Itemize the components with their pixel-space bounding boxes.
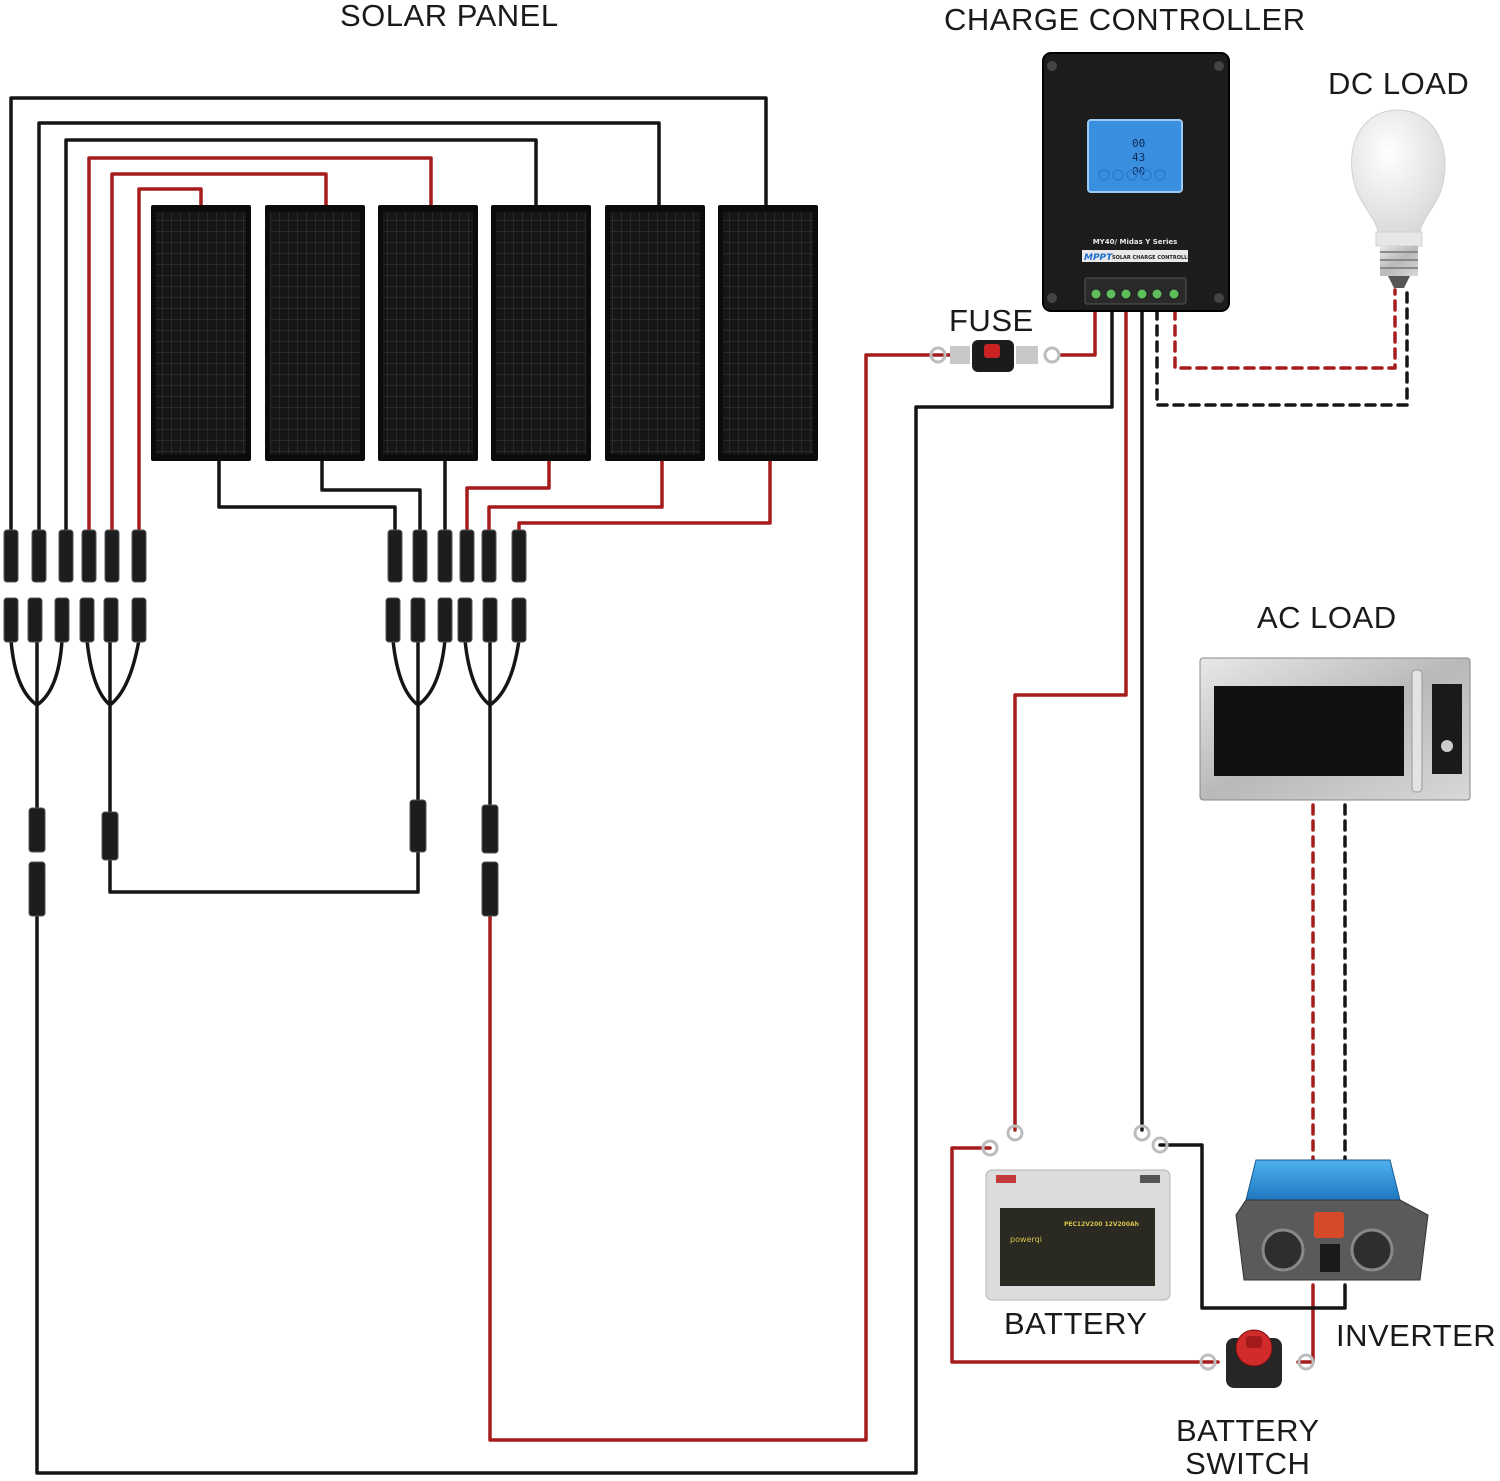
- label-solar-panel: SOLAR PANEL: [340, 0, 559, 33]
- ybranch-right-neg: [391, 638, 447, 807]
- label-battery-switch: BATTERY SWITCH: [1176, 1414, 1320, 1480]
- wire-panel6-pos: [517, 458, 772, 542]
- mc4-connector: [28, 807, 46, 853]
- fuse-holder: [929, 340, 1061, 372]
- mc4-connector: [131, 597, 147, 643]
- wire-panel2-neg: [320, 458, 422, 542]
- wire-battery-neg-to-inverter: [1158, 1143, 1347, 1310]
- mc4-connector: [481, 529, 497, 583]
- mc4-connector: [387, 529, 403, 583]
- power-inverter: [1235, 1159, 1429, 1281]
- ybranch-left-neg: [9, 638, 64, 817]
- mc4-connector: [131, 529, 147, 583]
- dc-load-bulb: [1351, 109, 1446, 288]
- wire-panel4-pos: [465, 458, 551, 542]
- mc4-connector: [3, 529, 19, 583]
- mc4-connector: [103, 597, 119, 643]
- mc4-connector: [81, 529, 97, 583]
- mc4-connector: [58, 529, 74, 583]
- controller-subtitle: SOLAR CHARGE CONTROLLER: [1112, 255, 1195, 261]
- solar-panel-4: [491, 205, 591, 461]
- label-ac-load: AC LOAD: [1257, 600, 1397, 635]
- wire-panel2-pos: [110, 172, 328, 542]
- mc4-connector: [459, 529, 475, 583]
- mc4-connector: [31, 529, 47, 583]
- mc4-connector: [410, 597, 426, 643]
- mc4-connector: [409, 799, 427, 853]
- mc4-connector: [28, 861, 46, 917]
- wire-panel5-neg: [37, 121, 661, 542]
- mc4-connector: [511, 597, 527, 643]
- mc4-connector: [457, 597, 473, 643]
- wire-array-positive: [488, 353, 957, 1442]
- mc4-connector: [482, 597, 498, 643]
- inverter-fan-right: [1350, 1228, 1394, 1272]
- mc4-connector: [481, 861, 499, 917]
- wire-panel6-neg: [9, 96, 768, 542]
- controller-model: MY40/ Midas Y Series: [1093, 238, 1178, 246]
- controller-lcd-line1: 00: [1132, 137, 1145, 150]
- mc4-connector: [104, 529, 120, 583]
- battery-switch: [1199, 1329, 1315, 1388]
- mc4-connector: [412, 529, 428, 583]
- label-fuse: FUSE: [949, 303, 1034, 338]
- wire-panel1-neg: [217, 458, 397, 542]
- wire-panel1-pos: [137, 187, 203, 542]
- wire-controller-battery-pos: [1013, 308, 1128, 1132]
- mc4-connectors: [3, 529, 527, 917]
- controller-buttons: [1098, 169, 1166, 181]
- label-charge-controller: CHARGE CONTROLLER: [944, 2, 1306, 37]
- mc4-connector: [385, 597, 401, 643]
- solar-panel-1: [151, 205, 251, 461]
- label-inverter: INVERTER: [1336, 1318, 1497, 1353]
- wire-dc-load-neg: [1155, 288, 1409, 407]
- mc4-connector: [481, 804, 499, 854]
- battery-brand: powerqi: [1010, 1235, 1042, 1244]
- controller-lcd-line2: 43: [1132, 151, 1145, 164]
- charge-controller: 00 43 00 MY40/ Midas Y Series MPPT SOLAR…: [1042, 52, 1230, 312]
- mc4-connector: [79, 597, 95, 643]
- label-battery: BATTERY: [1004, 1306, 1148, 1341]
- wire-panel5-pos: [487, 458, 664, 542]
- mc4-connector: [27, 597, 43, 643]
- mc4-connector: [101, 811, 119, 861]
- wire-series-jumper: [108, 850, 420, 894]
- solar-panel-6: [718, 205, 818, 461]
- ac-load-microwave: [1199, 657, 1471, 801]
- wire-panel4-neg: [64, 138, 538, 542]
- wiring: [9, 96, 1409, 1475]
- label-battery-switch-line2: SWITCH: [1185, 1446, 1311, 1481]
- mc4-connector: [54, 597, 70, 643]
- ybranch-left-pos: [85, 638, 141, 817]
- wire-array-negative: [35, 308, 1114, 1475]
- wire-battery-to-switch: [950, 1146, 1220, 1364]
- battery-model: PEC12V200 12V200Ah: [1064, 1221, 1139, 1228]
- label-dc-load: DC LOAD: [1328, 66, 1470, 101]
- wire-panel3-pos: [87, 156, 433, 542]
- label-battery-switch-line1: BATTERY: [1176, 1413, 1320, 1448]
- controller-terminals: [1090, 288, 1180, 300]
- ybranch-right-pos: [463, 638, 521, 807]
- solar-panel-2: [265, 205, 365, 461]
- mc4-connector: [437, 597, 453, 643]
- battery-unit: powerqi PEC12V200 12V200Ah: [981, 1124, 1171, 1301]
- mc4-connector: [511, 529, 527, 583]
- inverter-fan-left: [1261, 1228, 1305, 1272]
- solar-panel-3: [378, 205, 478, 461]
- solar-panel-array: [151, 205, 818, 461]
- controller-brand: MPPT: [1084, 253, 1113, 263]
- mc4-connector: [437, 529, 453, 583]
- solar-panel-5: [605, 205, 705, 461]
- wire-fuse-to-controller: [1058, 308, 1097, 357]
- wire-dc-load-pos: [1173, 288, 1397, 370]
- wire-switch-to-inverter: [1296, 1283, 1315, 1364]
- mc4-connector: [3, 597, 19, 643]
